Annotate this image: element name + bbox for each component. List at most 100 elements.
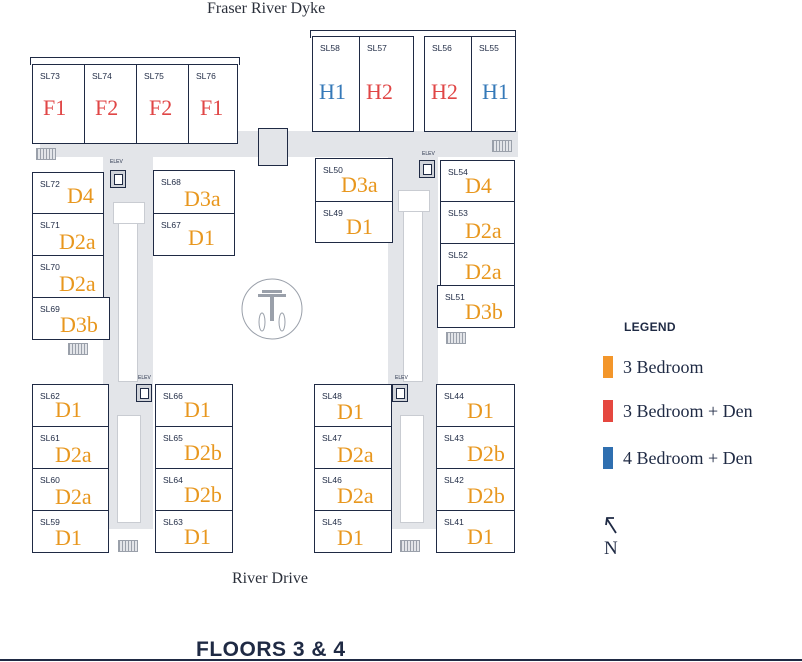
unit-sl68[interactable]: SL68 D3a [153, 170, 235, 214]
legend-label: 3 Bedroom + Den [623, 400, 753, 421]
unit-type: D2b [184, 482, 222, 507]
stair-icon [446, 332, 466, 344]
unit-sl64[interactable]: SL64 D2b [155, 468, 233, 511]
unit-sl70[interactable]: SL70 D2a [32, 255, 104, 298]
unit-code: SL46 [322, 475, 342, 485]
unit-code: SL61 [40, 433, 60, 443]
unit-sl58[interactable]: SL58 H1 [312, 36, 360, 132]
unit-sl73[interactable]: SL73 F1 [32, 64, 85, 144]
unit-sl51[interactable]: SL51 D3b [437, 285, 515, 328]
unit-sl62[interactable]: SL62 D1 [32, 384, 109, 427]
stair-icon [492, 140, 512, 152]
unit-code: SL57 [367, 43, 387, 53]
unit-type: D2a [465, 259, 502, 284]
legend-item-3-bedroom-den: 3 Bedroom + Den [603, 400, 753, 422]
unit-type: D1 [184, 524, 211, 549]
unit-sl60[interactable]: SL60 D2a [32, 468, 109, 511]
unit-type: D2a [55, 442, 92, 467]
unit-type: D4 [67, 183, 94, 208]
unit-sl55[interactable]: SL55 H1 [471, 36, 516, 132]
stair-icon [68, 343, 88, 355]
unit-type: D2a [337, 483, 374, 508]
unit-sl47[interactable]: SL47 D2a [314, 426, 392, 469]
unit-code: SL70 [40, 262, 60, 272]
unit-type: D2b [467, 483, 505, 508]
unit-code: SL62 [40, 391, 60, 401]
unit-sl71[interactable]: SL71 D2a [32, 213, 104, 256]
elevator-label: ELEV [110, 159, 123, 165]
unit-code: SL60 [40, 475, 60, 485]
unit-sl49[interactable]: SL49 D1 [315, 201, 393, 243]
unit-code: SL45 [322, 517, 342, 527]
legend-swatch [603, 400, 613, 422]
unit-sl50[interactable]: SL50 D3a [315, 158, 393, 202]
unit-sl44[interactable]: SL44 D1 [436, 384, 515, 427]
unit-sl48[interactable]: SL48 D1 [314, 384, 392, 427]
street-label-south: River Drive [232, 570, 308, 587]
unit-sl63[interactable]: SL63 D1 [155, 510, 233, 553]
stair-icon [36, 148, 56, 160]
wing-bracket-f [30, 57, 240, 65]
unit-sl42[interactable]: SL42 D2b [436, 468, 515, 511]
unit-code: SL74 [92, 71, 112, 81]
unit-sl67[interactable]: SL67 D1 [153, 213, 235, 256]
unit-code: SL51 [445, 292, 465, 302]
unit-type: D3a [184, 186, 221, 211]
unit-sl53[interactable]: SL53 D2a [440, 201, 515, 244]
unit-type: D2a [59, 271, 96, 296]
unit-code: SL44 [444, 391, 464, 401]
unit-sl69[interactable]: SL69 D3b [32, 297, 110, 340]
unit-sl74[interactable]: SL74 F2 [84, 64, 137, 144]
unit-code: SL58 [320, 43, 340, 53]
unit-sl43[interactable]: SL43 D2b [436, 426, 515, 469]
unit-sl72[interactable]: SL72 D4 [32, 172, 104, 214]
unit-sl59[interactable]: SL59 D1 [32, 510, 109, 553]
unit-sl52[interactable]: SL52 D2a [440, 243, 515, 286]
unit-type: D1 [467, 524, 494, 549]
unit-code: SL47 [322, 433, 342, 443]
unit-sl66[interactable]: SL66 D1 [155, 384, 233, 427]
elevator-icon [419, 160, 435, 178]
unit-type: D1 [55, 525, 82, 550]
unit-sl45[interactable]: SL45 D1 [314, 510, 392, 553]
unit-code: SL73 [40, 71, 60, 81]
elevator-icon [136, 384, 152, 402]
unit-type: H1 [319, 79, 346, 104]
unit-code: SL63 [163, 517, 183, 527]
unit-sl57[interactable]: SL57 H2 [359, 36, 414, 132]
unit-code: SL64 [163, 475, 183, 485]
unit-sl41[interactable]: SL41 D1 [436, 510, 515, 553]
unit-type: H2 [366, 79, 393, 104]
unit-code: SL65 [163, 433, 183, 443]
unit-sl46[interactable]: SL46 D2a [314, 468, 392, 511]
courtyard-void-east [403, 202, 423, 382]
unit-type: D2b [467, 441, 505, 466]
elevator-label: ELEV [138, 375, 151, 381]
unit-sl61[interactable]: SL61 D2a [32, 426, 109, 469]
unit-type: D1 [188, 225, 215, 250]
unit-type: D1 [184, 397, 211, 422]
unit-sl56[interactable]: SL56 H2 [424, 36, 472, 132]
unit-code: SL55 [479, 43, 499, 53]
unit-type: F1 [43, 95, 67, 120]
unit-sl65[interactable]: SL65 D2b [155, 426, 233, 469]
unit-type: H1 [482, 79, 509, 104]
unit-type: D1 [55, 397, 82, 422]
wing-bracket-h [310, 30, 516, 38]
unit-code: SL53 [448, 208, 468, 218]
unit-sl75[interactable]: SL75 F2 [136, 64, 189, 144]
unit-sl54[interactable]: SL54 D4 [440, 160, 515, 202]
street-label-north: Fraser River Dyke [207, 0, 326, 17]
unit-code: SL50 [323, 165, 343, 175]
legend-label: 4 Bedroom + Den [623, 447, 753, 468]
unit-code: SL71 [40, 220, 60, 230]
unit-code: SL68 [161, 177, 181, 187]
lightwell-west-top [113, 202, 145, 224]
footer-divider [0, 659, 802, 661]
unit-code: SL48 [322, 391, 342, 401]
unit-code: SL66 [163, 391, 183, 401]
unit-code: SL49 [323, 208, 343, 218]
unit-type: D3b [465, 299, 503, 324]
unit-sl76[interactable]: SL76 F1 [188, 64, 238, 144]
lightwell-west-bottom [117, 415, 141, 523]
